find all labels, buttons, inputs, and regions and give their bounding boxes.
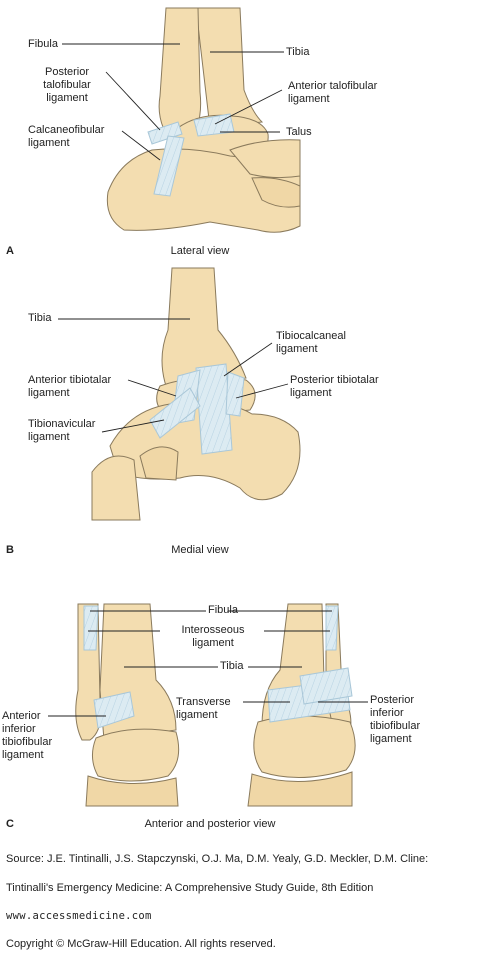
interosseous-ligament xyxy=(325,605,339,651)
tibia-bone xyxy=(195,7,264,129)
talus-bone xyxy=(92,728,180,782)
tibionavicular-ligament xyxy=(149,387,201,439)
label-c-tibia: Tibia xyxy=(220,660,244,672)
label-a-talus: Talus xyxy=(286,126,312,138)
label-c-anterior-inferior-tibiofibular: Anterior inferior tibiofibular ligament xyxy=(2,710,53,761)
posterior-inferior-tibiofibular-ligament xyxy=(299,667,353,705)
label-c-posterior-inferior-tibiofibular: Posterior inferior tibiofibular ligament xyxy=(370,694,421,745)
tibiocalcaneal-ligament xyxy=(195,363,233,455)
source-citation: Source: J.E. Tintinalli, J.S. Stapczynsk… xyxy=(6,838,428,966)
label-a-tibia: Tibia xyxy=(286,46,310,58)
posterior-view-illustration xyxy=(247,603,356,807)
label-b-tibiocalcaneal: Tibiocalcaneal ligament xyxy=(276,330,346,355)
label-a-anterior-talofibular: Anterior talofibular ligament xyxy=(288,80,378,105)
lateral-view-illustration xyxy=(106,7,301,233)
label-c-interosseous: Interosseous ligament xyxy=(181,624,245,649)
medial-view-illustration xyxy=(91,267,301,521)
source-line-1: Source: J.E. Tintinalli, J.S. Stapczynsk… xyxy=(6,853,429,866)
label-c-transverse: Transverse ligament xyxy=(176,696,231,721)
caption-lateral-view: Lateral view xyxy=(170,245,230,257)
posterior-talofibular-ligament xyxy=(147,121,183,145)
caption-medial-view: Medial view xyxy=(171,544,229,556)
caption-anterior-posterior-view: Anterior and posterior view xyxy=(144,818,276,830)
copyright-line: Copyright © McGraw-Hill Education. All r… xyxy=(6,938,276,951)
source-url[interactable]: www.accessmedicine.com xyxy=(6,910,152,923)
source-line-2: Tintinalli's Emergency Medicine: A Compr… xyxy=(6,881,374,894)
label-b-posterior-tibiotalar: Posterior tibiotalar ligament xyxy=(290,374,379,399)
panel-letter-b: B xyxy=(6,544,14,556)
panel-letter-a: A xyxy=(6,245,14,257)
label-a-fibula: Fibula xyxy=(28,38,58,50)
panel-letter-c: C xyxy=(6,818,14,830)
label-b-tibionavicular: Tibionavicular ligament xyxy=(28,418,96,443)
label-c-fibula: Fibula xyxy=(208,604,238,616)
posterior-tibiotalar-ligament xyxy=(225,371,245,417)
anterior-inferior-tibiofibular-ligament xyxy=(93,691,135,729)
label-a-posterior-talofibular: Posterior talofibular ligament xyxy=(43,66,91,104)
label-b-anterior-tibiotalar: Anterior tibiotalar ligament xyxy=(28,374,112,399)
interosseous-ligament xyxy=(83,605,99,651)
anatomy-illustrations xyxy=(48,7,368,807)
talus-bone xyxy=(253,715,356,778)
anterior-view-illustration xyxy=(75,603,180,807)
calcaneofibular-ligament xyxy=(153,135,185,197)
label-a-calcaneofibular: Calcaneofibular ligament xyxy=(28,124,105,149)
label-b-tibia: Tibia xyxy=(28,312,52,324)
